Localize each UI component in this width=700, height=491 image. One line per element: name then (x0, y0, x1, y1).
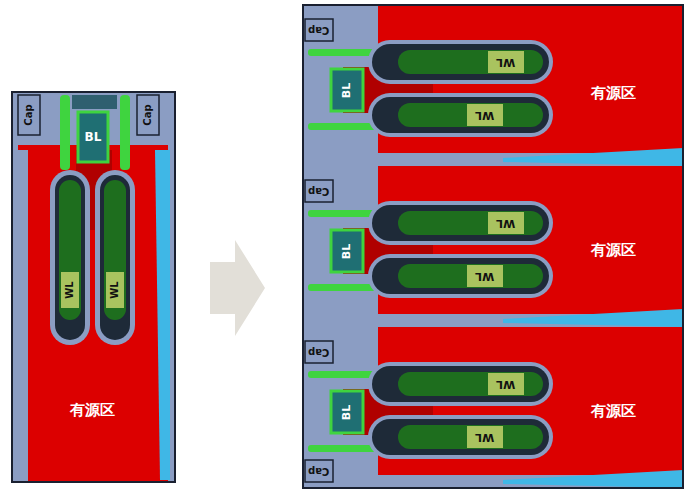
part-label: Cap (143, 104, 153, 125)
right-section (303, 5, 683, 488)
part-label: WL (475, 110, 494, 121)
part-label: 有源区 (591, 404, 636, 419)
part-label: WL (475, 271, 494, 282)
part-label: Cap (308, 25, 329, 35)
left-section (12, 92, 175, 482)
part-label: BL (85, 131, 102, 143)
part-label: Cap (24, 104, 34, 125)
part-label: WL (110, 281, 120, 298)
transform-arrow (210, 240, 265, 336)
part-label: Cap (308, 347, 329, 357)
part-label: BL (342, 243, 353, 258)
part-label: WL (65, 281, 75, 298)
part-label: WL (496, 379, 515, 390)
part-label: BL (342, 404, 353, 419)
part-label: WL (475, 432, 494, 443)
part-label: Cap (308, 466, 329, 476)
part-label: BL (342, 82, 353, 97)
part-label: 有源区 (70, 403, 115, 418)
part-label: 有源区 (591, 243, 636, 258)
part-label: WL (496, 218, 515, 229)
part-label: WL (496, 57, 515, 68)
part-label: Cap (308, 186, 329, 196)
part-label: 有源区 (591, 86, 636, 101)
